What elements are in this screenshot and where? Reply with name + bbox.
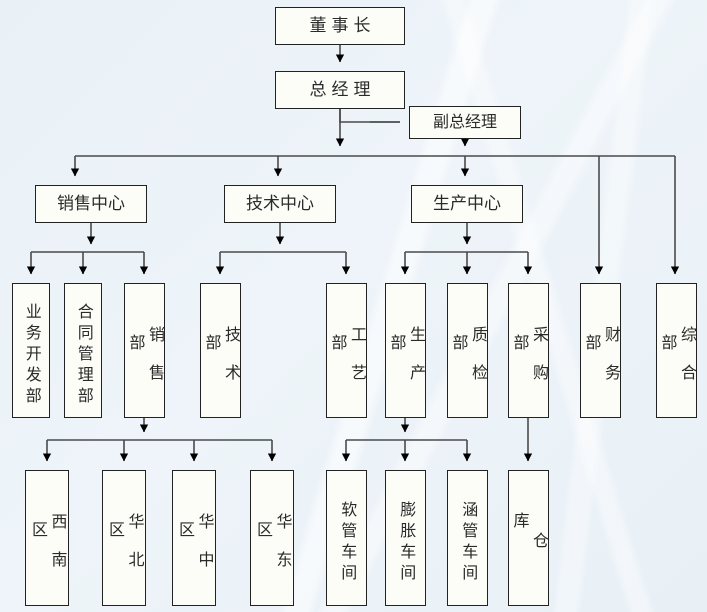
- node-business-development-dept[interactable]: 业务开发部: [12, 283, 50, 418]
- node-sales-dept[interactable]: 销售部: [124, 283, 165, 418]
- node-warehouse[interactable]: 仓库: [508, 470, 549, 606]
- node-sales-center[interactable]: 销售中心: [35, 185, 147, 223]
- node-expansion-workshop[interactable]: 膨胀车间: [385, 470, 426, 606]
- node-chairman[interactable]: 董事长: [275, 7, 405, 45]
- node-process-dept[interactable]: 工艺部: [326, 283, 367, 418]
- node-general-affairs-dept[interactable]: 综合部: [656, 283, 697, 418]
- node-production-center[interactable]: 生产中心: [411, 185, 523, 223]
- node-technology-center[interactable]: 技术中心: [224, 185, 336, 223]
- edge-general-manager-to-deputy: [339, 109, 400, 123]
- node-central-china-region[interactable]: 华中区: [172, 470, 216, 606]
- node-east-china-region[interactable]: 华东区: [250, 470, 294, 606]
- node-southwest-region[interactable]: 西南区: [25, 470, 69, 606]
- node-technology-dept[interactable]: 技术部: [200, 283, 241, 418]
- node-culvert-workshop[interactable]: 涵管车间: [447, 470, 488, 606]
- node-hose-workshop[interactable]: 软管车间: [326, 470, 367, 606]
- node-finance-dept[interactable]: 财务部: [580, 283, 621, 418]
- node-contract-management-dept[interactable]: 合同管理部: [64, 283, 102, 418]
- node-purchasing-dept[interactable]: 采购部: [508, 283, 549, 418]
- node-deputy-general-manager[interactable]: 副总经理: [409, 106, 521, 139]
- node-production-dept[interactable]: 生产部: [385, 283, 426, 418]
- node-north-china-region[interactable]: 华北区: [102, 470, 146, 606]
- node-quality-inspection-dept[interactable]: 质检部: [447, 283, 488, 418]
- node-general-manager[interactable]: 总经理: [275, 71, 405, 109]
